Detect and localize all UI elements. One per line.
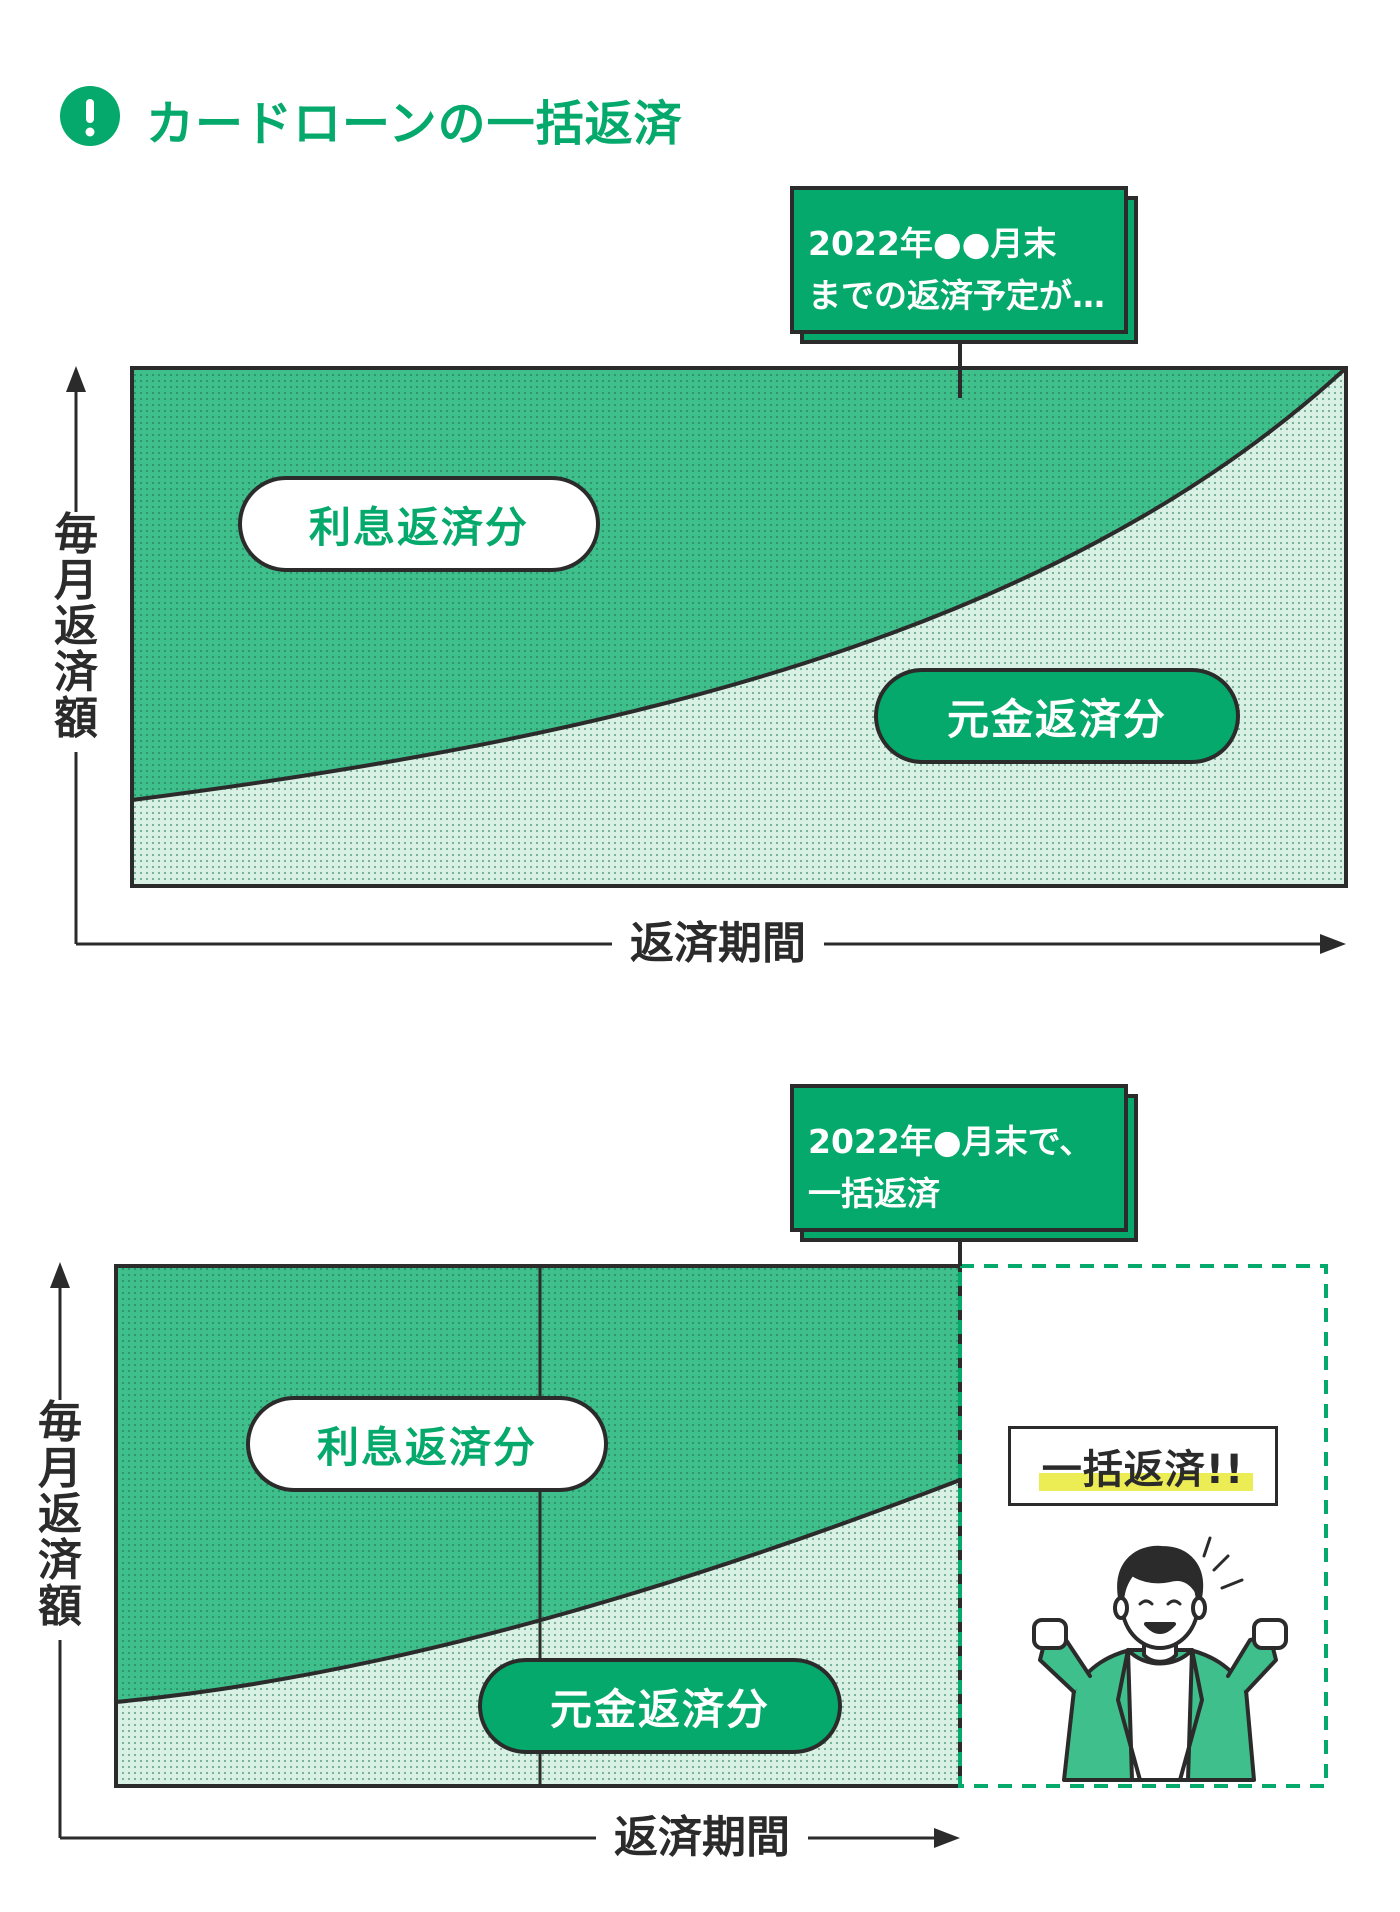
callout-line-1: 2022年●●月末 [808, 224, 1057, 263]
y-axis-label: 毎月返済額 [46, 512, 106, 752]
x-axis-arrow [1320, 934, 1346, 954]
split-curve [131, 366, 1348, 802]
x-axis-label: 返済期間 [596, 1810, 808, 1866]
lump-sum-label: 一括返済!! [1041, 1447, 1245, 1493]
lump-sum-badge: 一括返済!! [1008, 1426, 1278, 1506]
exclamation-icon [60, 86, 120, 146]
y-axis-arrow [66, 366, 86, 392]
page-title: カードローンの一括返済 [146, 96, 683, 152]
callout-line-2: までの返済予定が… [808, 276, 1105, 315]
person-cheering-icon [1032, 1536, 1288, 1782]
y-axis-arrow [50, 1262, 70, 1288]
x-axis-label: 返済期間 [612, 916, 824, 972]
principal-label: 元金返済分 [478, 1658, 842, 1754]
y-axis-label: 毎月返済額 [30, 1400, 90, 1640]
lump-sum-region [958, 1264, 1328, 1788]
callout-top: 2022年●●月末 までの返済予定が… [790, 186, 1138, 344]
principal-label: 元金返済分 [874, 668, 1240, 764]
highlight-marker [1039, 1473, 1253, 1491]
callout-line-1: 2022年●月末で、 [808, 1122, 1093, 1161]
interest-label: 利息返済分 [238, 476, 600, 572]
callout-bottom: 2022年●月末で、 一括返済 [790, 1084, 1138, 1242]
split-curve [115, 1478, 961, 1704]
chart-top [66, 334, 1348, 954]
callout-line-2: 一括返済 [808, 1174, 940, 1213]
interest-label: 利息返済分 [246, 1396, 608, 1492]
x-axis-arrow [934, 1828, 960, 1848]
chart-frame [130, 366, 1348, 888]
